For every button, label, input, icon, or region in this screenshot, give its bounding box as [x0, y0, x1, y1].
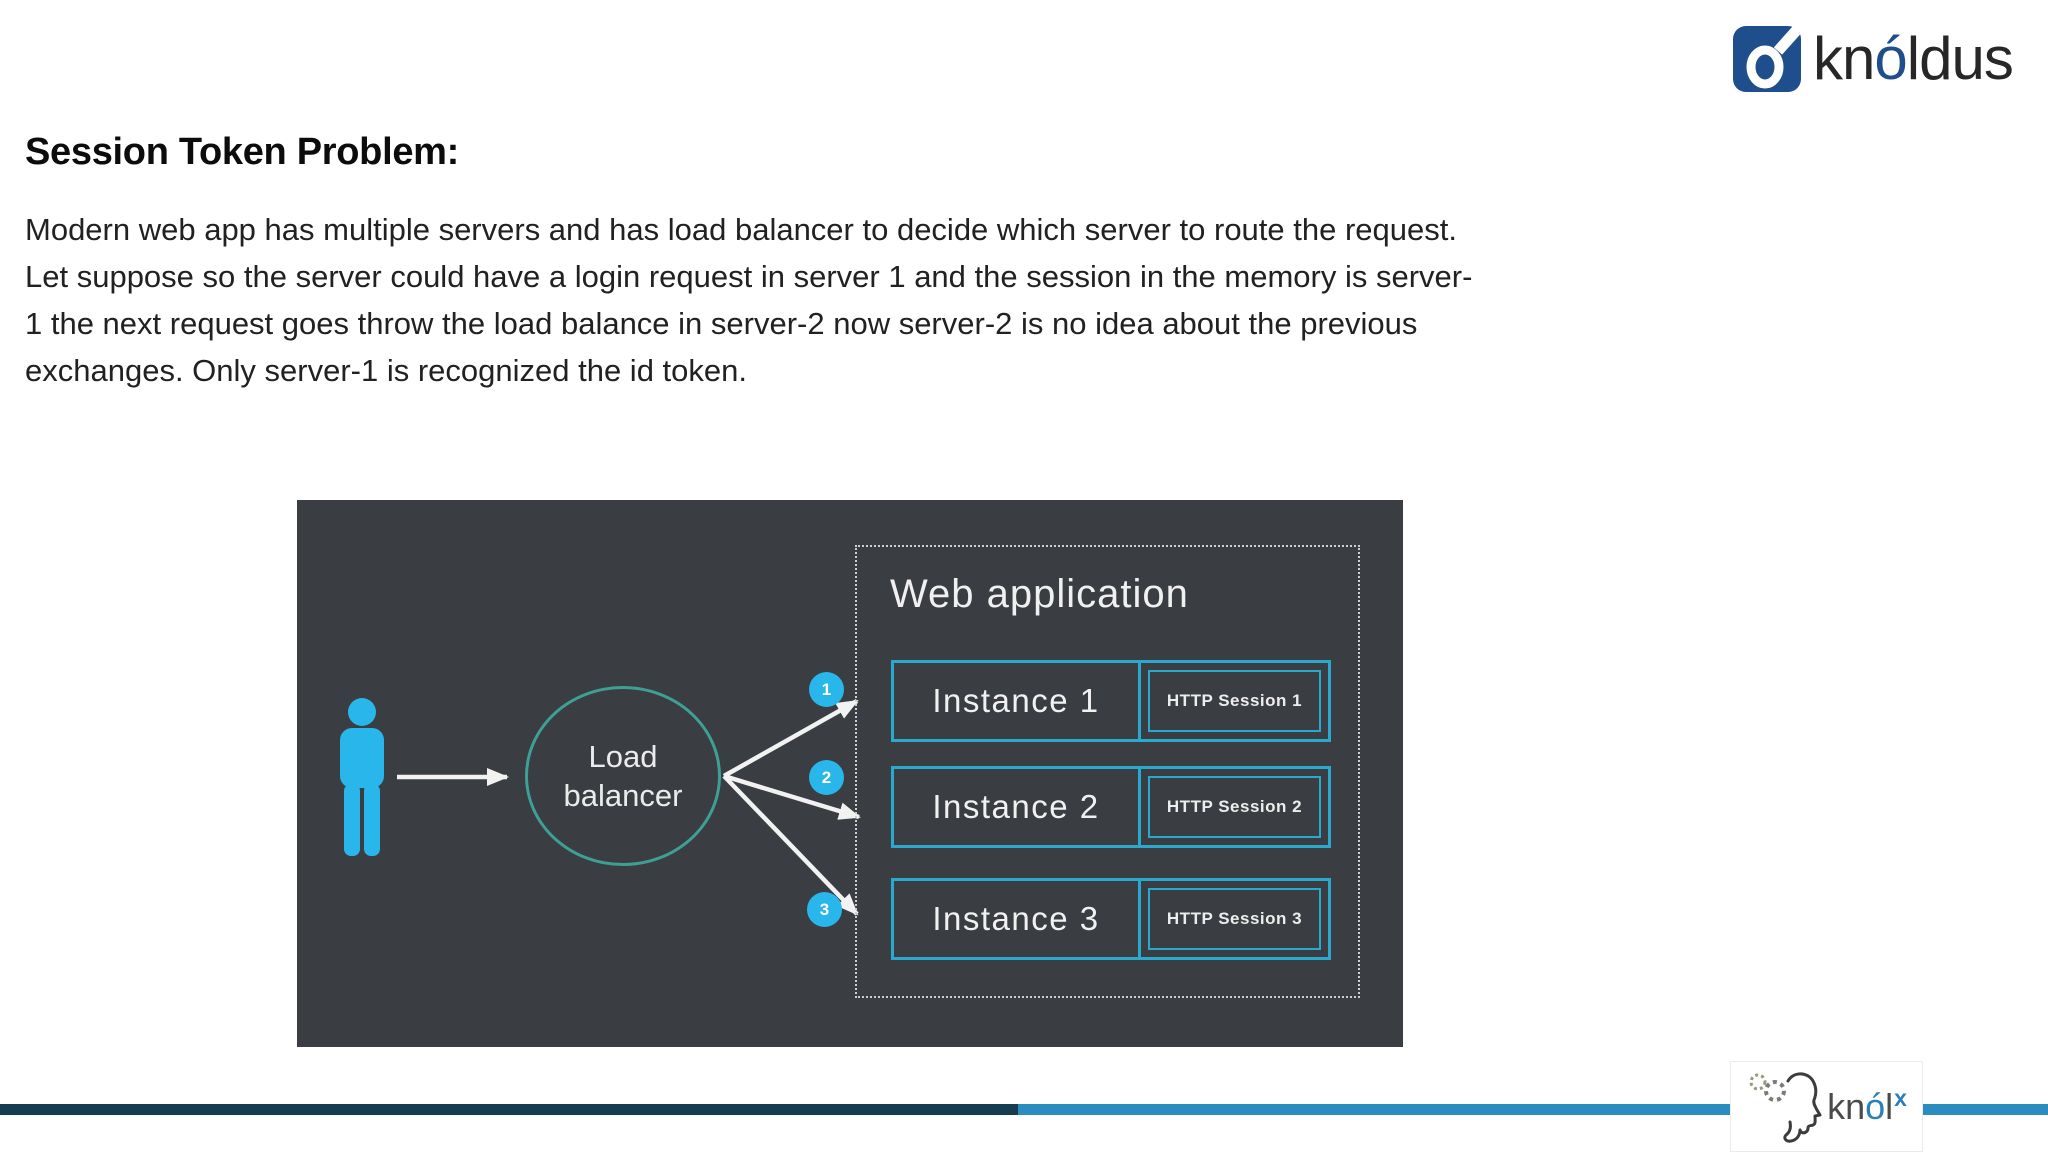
load-balancer-label-line2: balancer [563, 778, 683, 813]
architecture-diagram: Load balancer 1 2 3 Web application Inst… [297, 500, 1403, 1047]
knolx-suffix: l [1885, 1085, 1894, 1127]
footer-rule-dark [0, 1104, 1018, 1115]
footer-rule-light [1018, 1104, 2048, 1115]
arrow-loadbalancer-to-instance-1 [722, 699, 859, 778]
knoldus-logo-icon [1733, 26, 1801, 92]
body-paragraph: Modern web app has multiple servers and … [25, 212, 1473, 388]
brand-suffix: ldus [1906, 25, 2014, 92]
arrow-loadbalancer-to-instance-3 [722, 774, 859, 916]
brand-accent-letter: ó [1874, 25, 1907, 92]
knolx-prefix: kn [1827, 1085, 1866, 1127]
instance-1-session-cell: HTTP Session 1 [1141, 663, 1328, 739]
arrow-loadbalancer-to-instance-2 [723, 773, 861, 820]
instance-row-2: Instance 2 HTTP Session 2 [891, 766, 1331, 848]
knoldus-logo: knóldus [1733, 25, 2014, 92]
http-session-1-label: HTTP Session 1 [1148, 670, 1321, 732]
instance-3-label: Instance 3 [894, 881, 1141, 957]
instance-row-1: Instance 1 HTTP Session 1 [891, 660, 1331, 742]
http-session-2-label: HTTP Session 2 [1148, 776, 1321, 838]
route-badge-3: 3 [807, 892, 842, 927]
brand-prefix: kn [1813, 25, 1875, 92]
instance-2-label: Instance 2 [894, 769, 1141, 845]
knolx-logo-text: knólx [1827, 1084, 1907, 1128]
instance-1-label: Instance 1 [894, 663, 1141, 739]
route-badge-2: 2 [809, 760, 844, 795]
http-session-3-label: HTTP Session 3 [1148, 888, 1321, 950]
knolx-head-icon [1749, 1071, 1822, 1143]
web-application-boundary: Web application Instance 1 HTTP Session … [855, 545, 1360, 998]
instance-3-session-cell: HTTP Session 3 [1141, 881, 1328, 957]
web-application-label: Web application [890, 572, 1189, 616]
knolx-superscript: x [1894, 1084, 1907, 1111]
user-icon [340, 698, 384, 856]
routing-arrows [397, 699, 861, 916]
route-badge-1: 1 [809, 672, 844, 707]
instance-row-3: Instance 3 HTTP Session 3 [891, 878, 1331, 960]
instance-2-session-cell: HTTP Session 2 [1141, 769, 1328, 845]
knoldus-logo-text: knóldus [1813, 25, 2014, 92]
page-title: Session Token Problem: [25, 131, 460, 173]
knolx-accent-letter: ó [1865, 1085, 1886, 1127]
load-balancer-node: Load balancer [525, 686, 721, 866]
knolx-logo: knólx [1730, 1061, 1923, 1152]
load-balancer-label-line1: Load [588, 739, 658, 774]
